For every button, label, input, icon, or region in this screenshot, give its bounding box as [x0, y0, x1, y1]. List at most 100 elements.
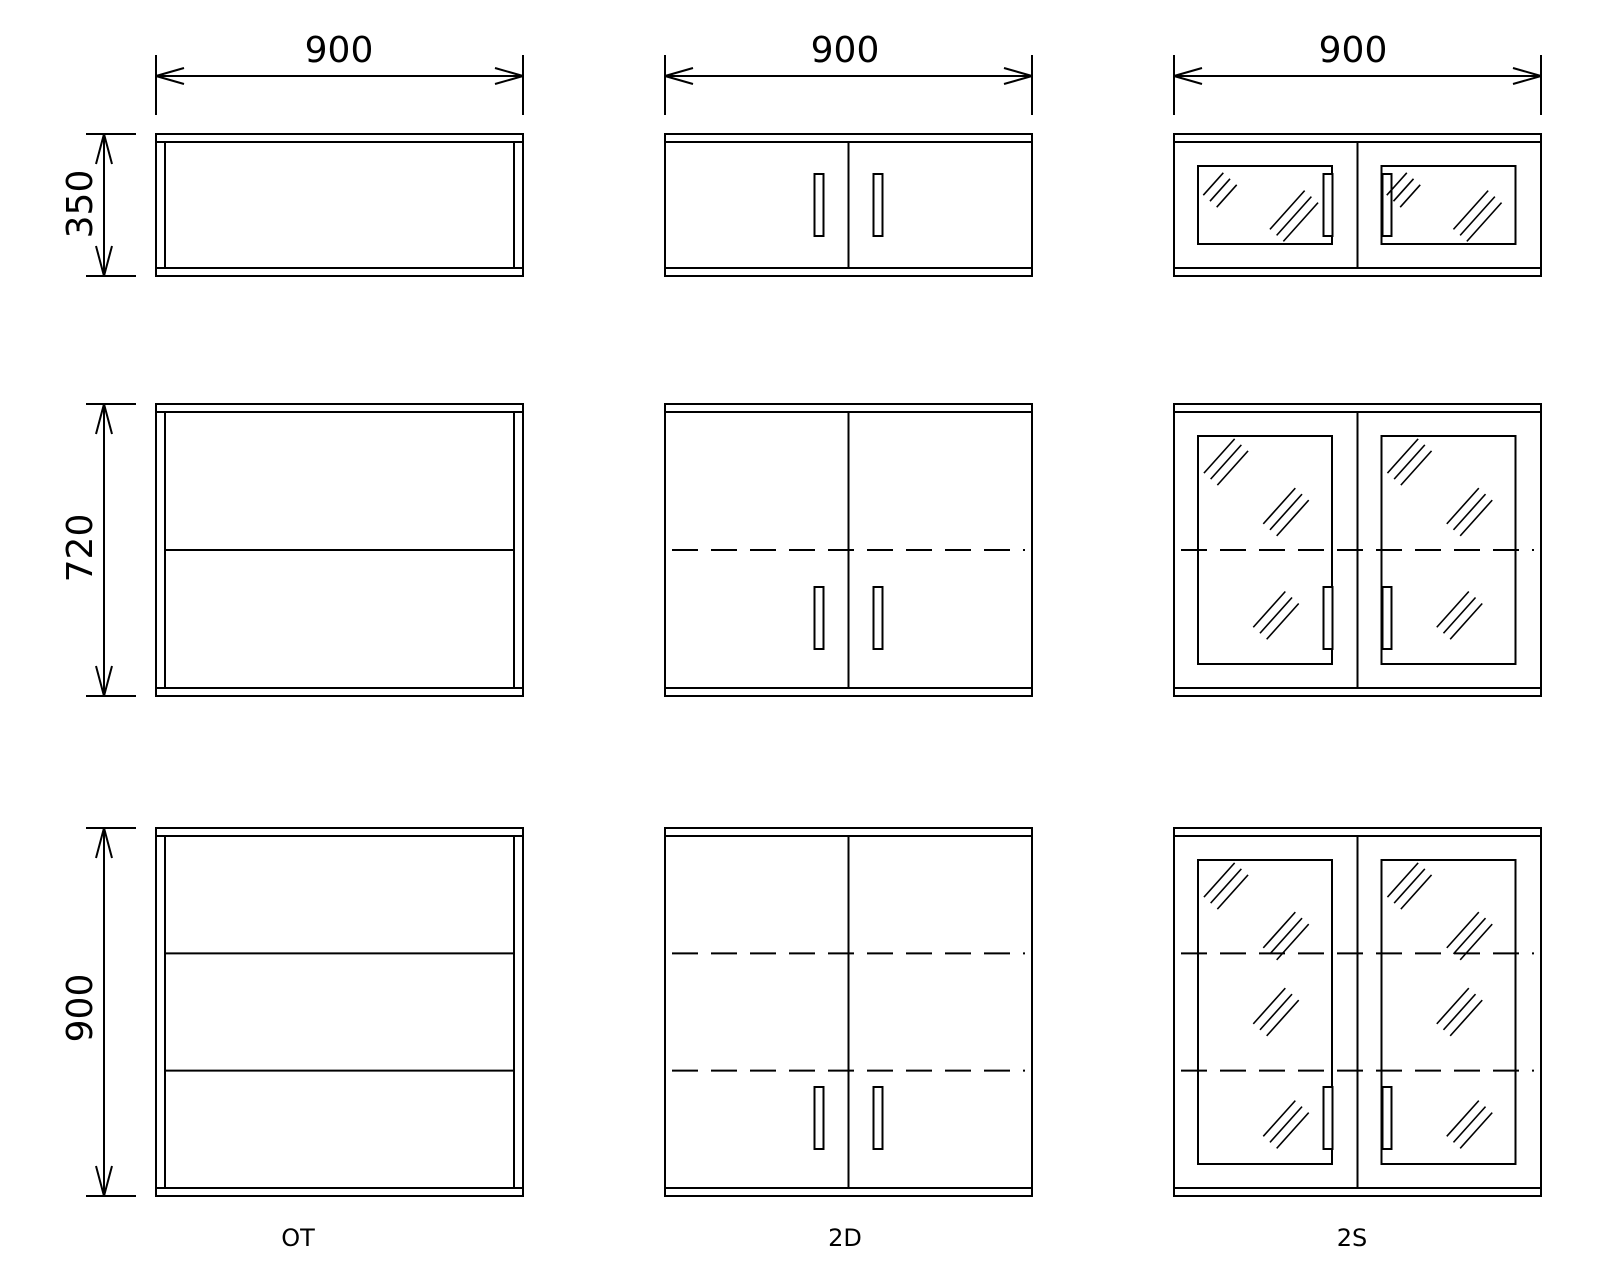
arrowhead-line [155, 67, 185, 77]
width-dimension-text-2d: 900 [811, 30, 880, 71]
cabinet-2d-row-2 [664, 403, 1033, 697]
door-handle-right [1381, 173, 1393, 237]
glass-reflection-line [1210, 444, 1242, 480]
glass-reflection-line [1452, 493, 1487, 531]
height-dimension-text-row2: 720 [60, 514, 101, 583]
glass-reflection-line [1459, 923, 1493, 961]
cabinet-outline [1173, 827, 1542, 1197]
arrowhead-line [103, 665, 113, 697]
cabinet-2s-row-3 [1173, 827, 1542, 1197]
glass-reflection-line [1269, 917, 1303, 955]
glass-reflection-line [1259, 993, 1293, 1031]
width-dimension-3 [1173, 55, 1542, 115]
arrowhead-line [103, 403, 113, 435]
arrowhead-line [103, 827, 113, 859]
glass-panel [1197, 859, 1333, 1165]
height-dimension-text-row1: 350 [60, 170, 101, 239]
cabinet-2d-row-3 [664, 827, 1033, 1197]
door-handle-left [813, 173, 825, 237]
door-handle-right [872, 1086, 884, 1150]
arrowhead-line [664, 67, 694, 77]
height-dimension-1 [86, 133, 136, 277]
height-dimension-text-row3: 900 [60, 974, 101, 1043]
door-handle-right [1381, 1086, 1393, 1150]
column-label-2d: 2D [828, 1224, 862, 1252]
glass-reflection-line [1203, 862, 1236, 898]
door-handle-left [1322, 173, 1334, 237]
glass-reflection-line [1442, 993, 1477, 1031]
glass-reflection-line [1459, 499, 1493, 537]
glass-reflection-line [1262, 1100, 1296, 1137]
arrowhead-line [103, 245, 113, 277]
arrowhead-line [1173, 75, 1203, 85]
arrowhead-line [103, 133, 113, 165]
cabinet-ot-row-3 [155, 827, 524, 1197]
cabinet-2d-row-1 [664, 133, 1033, 277]
cabinet-ot-row-2 [155, 403, 524, 697]
arrowhead-line [95, 665, 105, 697]
column-label-2s: 2S [1337, 1224, 1368, 1252]
glass-reflection-line [1386, 438, 1419, 474]
glass-reflection-line [1459, 1112, 1493, 1149]
arrowhead-line [95, 1165, 105, 1197]
glass-reflection-line [1216, 450, 1249, 486]
glass-reflection-line [1452, 917, 1487, 955]
glass-reflection-line [1386, 172, 1408, 196]
arrowhead-line [1003, 67, 1033, 77]
glass-reflection-line [1446, 487, 1480, 525]
door-handle-left [813, 586, 825, 650]
glass-reflection-line [1269, 1106, 1303, 1143]
glass-reflection-line [1276, 499, 1310, 537]
door-handle-right [872, 586, 884, 650]
glass-reflection-line [1400, 450, 1433, 486]
glass-reflection-line [1392, 178, 1415, 202]
width-dimension-2 [664, 55, 1033, 115]
width-dimension-1 [155, 55, 524, 115]
door-handle-right [1381, 586, 1393, 650]
arrowhead-line [103, 1165, 113, 1197]
arrowhead-line [95, 133, 105, 165]
glass-reflection-line [1466, 202, 1503, 242]
door-handle-left [1322, 1086, 1334, 1150]
dimension-lines [86, 55, 1542, 1197]
glass-reflection-line [1276, 196, 1312, 236]
glass-reflection-line [1436, 590, 1470, 628]
glass-reflection-line [1216, 184, 1238, 208]
height-dimension-3 [86, 827, 136, 1197]
arrowhead-line [664, 75, 694, 85]
glass-reflection-line [1269, 190, 1306, 230]
cabinet-outline [1173, 403, 1542, 697]
cabinet-outline [664, 403, 1033, 697]
glass-reflection-line [1259, 596, 1293, 634]
cabinet-outline [155, 133, 524, 277]
glass-reflection-line [1393, 868, 1426, 904]
glass-reflection-line [1399, 184, 1421, 208]
glass-reflection-line [1266, 602, 1300, 640]
width-dimension-text-ot: 900 [305, 30, 374, 71]
glass-panel [1380, 859, 1517, 1165]
glass-reflection-line [1203, 438, 1236, 474]
glass-reflection-line [1252, 987, 1286, 1025]
glass-reflection-line [1216, 874, 1249, 910]
door-handle-left [1322, 586, 1334, 650]
glass-reflection-line [1449, 999, 1483, 1037]
glass-reflection-line [1446, 911, 1480, 949]
arrowhead-line [494, 67, 524, 77]
cabinet-outline [664, 827, 1033, 1197]
column-label-ot: OT [281, 1224, 315, 1252]
glass-reflection-line [1459, 196, 1496, 236]
height-dimension-2 [86, 403, 136, 697]
door-handle-left [813, 1086, 825, 1150]
cabinet-ot-row-1 [155, 133, 524, 277]
glass-reflection-line [1276, 923, 1310, 961]
cabinet-outline [1173, 133, 1542, 277]
cabinet-outline [155, 827, 524, 1197]
glass-reflection-line [1202, 172, 1224, 196]
arrowhead-line [1512, 75, 1542, 85]
cabinet-2s-row-1 [1173, 133, 1542, 277]
glass-reflection-line [1400, 874, 1433, 910]
glass-reflection-line [1452, 190, 1489, 230]
glass-reflection-line [1393, 444, 1426, 480]
glass-reflection-line [1210, 868, 1242, 904]
